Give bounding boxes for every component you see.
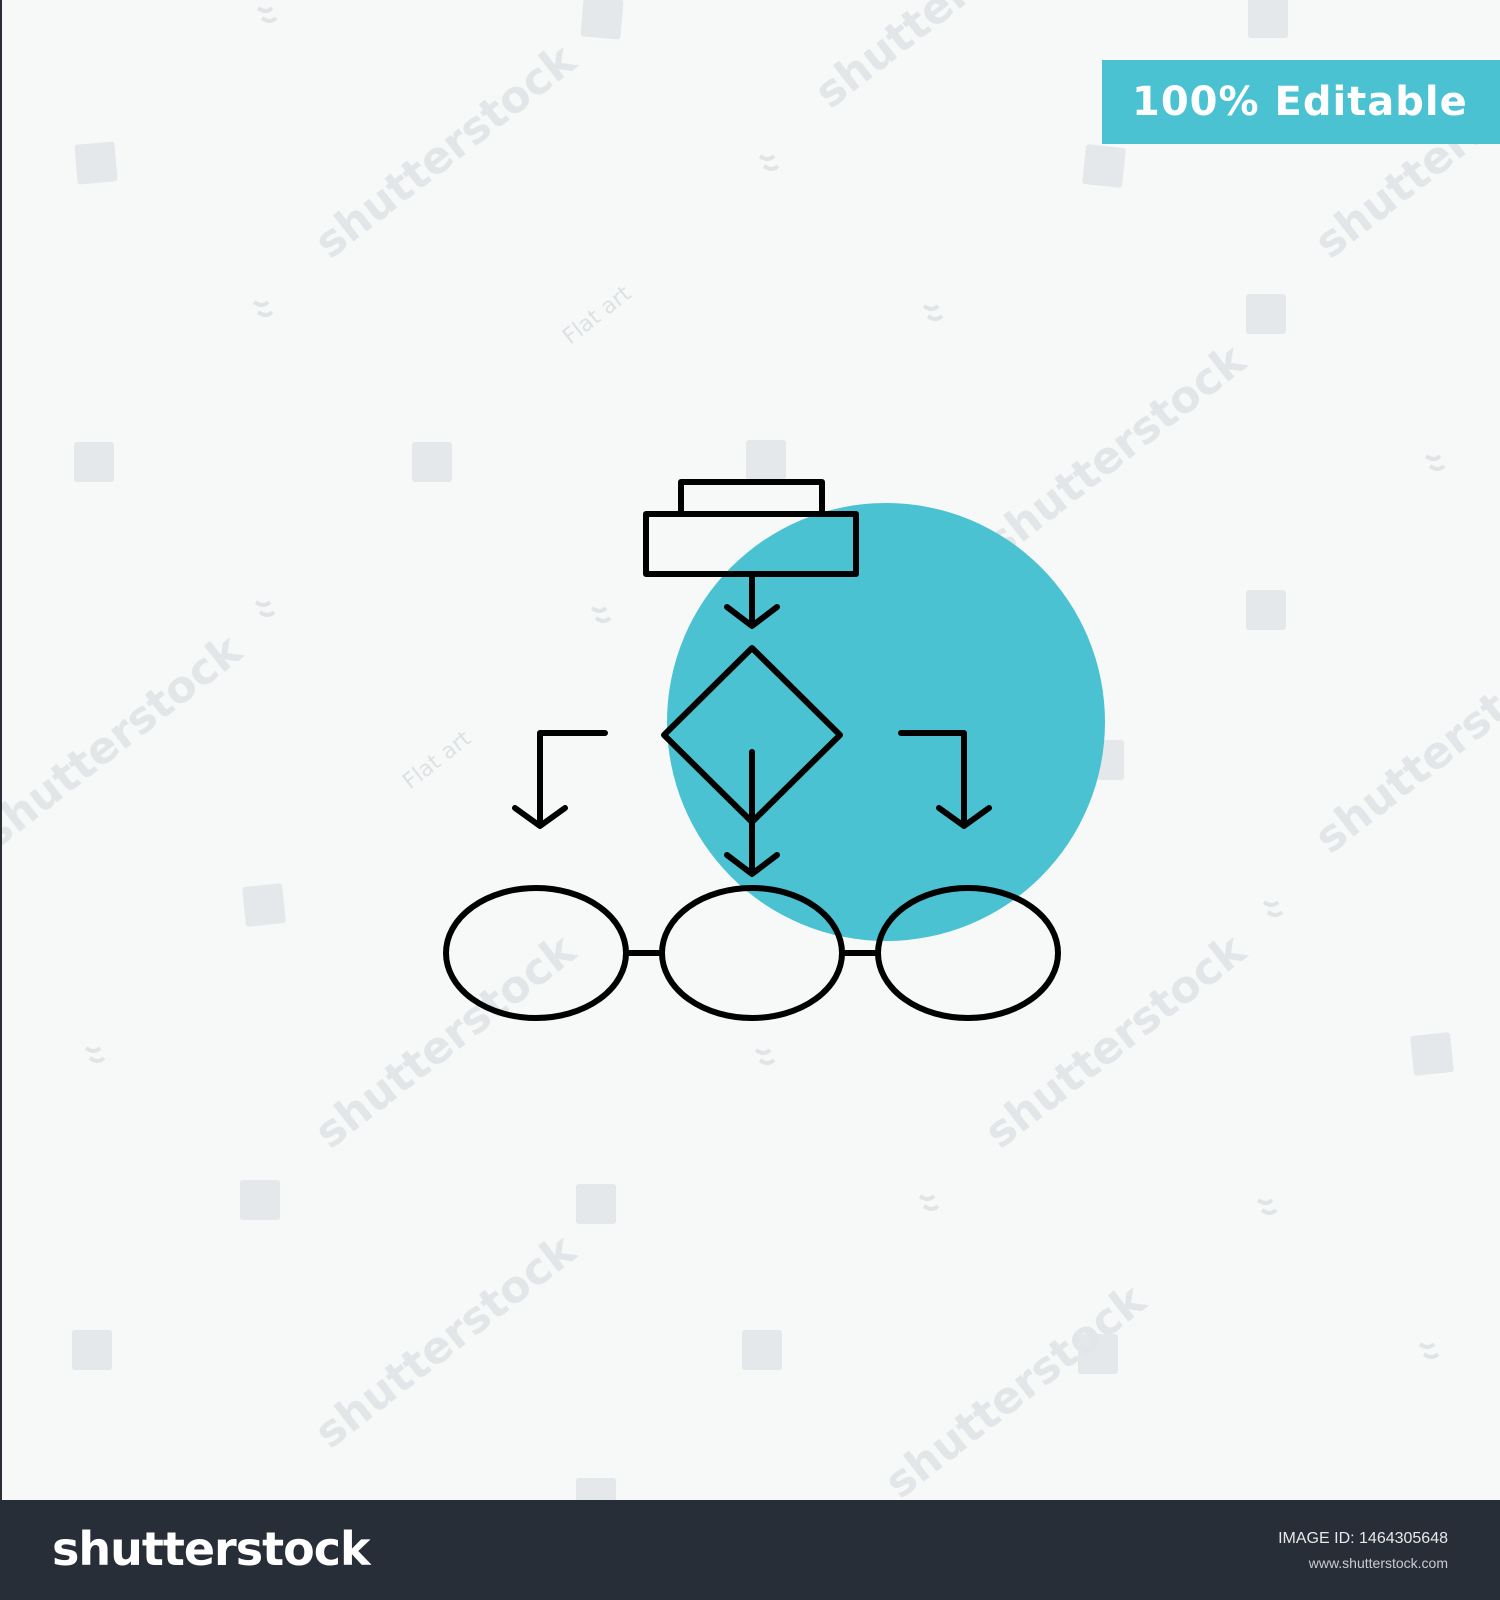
- left-border: [0, 0, 2, 1500]
- oval-left: [443, 885, 629, 1021]
- image-meta: IMAGE ID: 1464305648 www.shutterstock.co…: [1278, 1528, 1448, 1576]
- image-id-line: IMAGE ID: 1464305648: [1278, 1528, 1448, 1550]
- arrow-down-center: [724, 749, 780, 877]
- process-box-back: [678, 479, 825, 517]
- editable-badge: 100% Editable: [1102, 60, 1500, 144]
- shutterstock-logo: shutterstock: [52, 1522, 371, 1576]
- image-id-label: IMAGE ID:: [1278, 1530, 1355, 1547]
- arrow-down-top: [724, 572, 780, 629]
- site-url: www.shutterstock.com: [1308, 1555, 1448, 1571]
- algorithm-flowchart-icon: [443, 479, 1105, 1021]
- arrow-left-branch: [512, 730, 608, 829]
- image-id-value: 1464305648: [1359, 1530, 1448, 1547]
- oval-center: [659, 885, 845, 1021]
- footer-bar: shutterstock IMAGE ID: 1464305648 www.sh…: [0, 1500, 1500, 1600]
- artwork-canvas: shutterstock shutterstock shutterstock s…: [0, 0, 1500, 1500]
- arrow-right-branch: [898, 730, 992, 829]
- accent-circle: [667, 503, 1105, 941]
